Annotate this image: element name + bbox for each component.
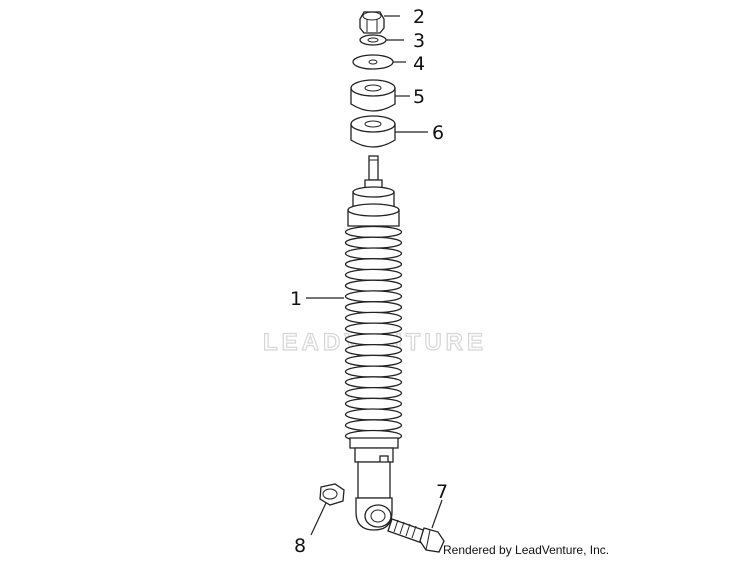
part-5-upper-bushing[interactable] [350,79,396,112]
leader-lines [306,15,443,536]
spring-coils [344,225,403,443]
part-4-flat-washer[interactable] [352,54,394,70]
callout-4: 4 [413,53,425,75]
part-6-lower-bushing[interactable] [350,115,396,148]
spring-coil [344,333,403,346]
spring-coil [344,225,403,239]
spring-coil [344,301,403,314]
part-1-shock-absorber[interactable] [344,155,403,531]
spring-coil [344,322,403,335]
spring-coil [344,236,403,249]
callout-5: 5 [413,86,425,108]
spring-coil [344,279,403,292]
spring-coil [344,376,403,389]
spring-coil [344,365,403,378]
render-credit: Rendered by LeadVenture, Inc. [443,543,609,557]
callout-2: 2 [413,6,425,28]
spring-coil [344,408,403,421]
spring-coil [344,268,403,282]
spring-coil [344,397,403,410]
spring-coil [344,419,403,432]
spring-coil [344,343,403,357]
callout-1: 1 [290,288,302,310]
spring-coil [344,386,403,400]
spring-coil [344,311,403,325]
part-2-nut[interactable] [359,11,385,34]
part-7-bolt[interactable] [387,518,445,553]
part-8-lower-nut[interactable] [319,483,345,506]
spring-coil [344,290,403,303]
callout-6: 6 [432,122,444,144]
spring-coil [344,354,403,367]
callout-7: 7 [436,481,448,503]
part-3-washer[interactable] [359,34,387,46]
callout-8: 8 [294,535,306,557]
callout-3: 3 [413,30,425,52]
spring-coil [344,247,403,260]
spring-coil [344,258,403,271]
